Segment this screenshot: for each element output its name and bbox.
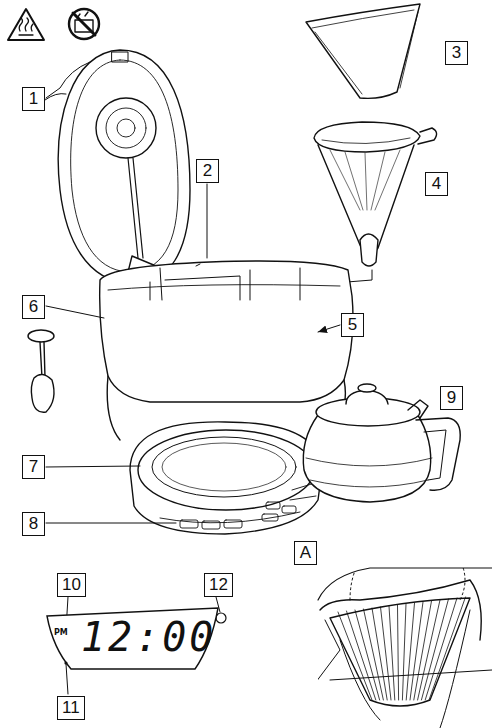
callout-number: 3 [450, 43, 463, 63]
filter-holder [314, 122, 437, 284]
carafe [303, 384, 460, 502]
filter-pleat [429, 597, 466, 700]
callout-number: 4 [430, 174, 443, 194]
callout-box: 5 [341, 313, 364, 337]
callout-box: 12 [204, 573, 233, 597]
display-outline-shape [47, 608, 218, 669]
callout-number: 11 [62, 698, 80, 718]
pm-indicator: PM [54, 628, 68, 637]
paper-filter [306, 4, 420, 98]
callout-number: 12 [209, 575, 228, 595]
callout-number: 7 [27, 457, 40, 477]
filter-pleat [402, 604, 406, 700]
lcd-display: PM 12:00 [45, 606, 221, 672]
no-immersion-icon [69, 9, 99, 39]
filter-pleat [381, 607, 392, 700]
open-lid [45, 50, 190, 284]
filter-pleat [421, 599, 448, 700]
filter-pleat [389, 606, 395, 700]
callout-box: 1 [22, 87, 45, 111]
callout-number: 5 [346, 315, 359, 335]
filter-pleat [364, 609, 384, 700]
callout-box: 10 [57, 573, 86, 597]
callout-box: 8 [22, 512, 45, 536]
callout-number: 6 [27, 297, 40, 317]
indicator-dot [64, 661, 67, 664]
callout-number: 1 [27, 89, 40, 109]
callout-box: 7 [22, 455, 45, 479]
filter-pleat [372, 608, 387, 700]
callout-number: 10 [62, 575, 81, 595]
inset-filter-view [310, 538, 492, 728]
callout-box: 3 [445, 41, 468, 65]
callout-number: A [299, 543, 312, 563]
callout-box: 6 [22, 295, 45, 319]
callout-box: A [294, 541, 317, 565]
filter-pleat [418, 600, 440, 700]
filter-pleat [398, 605, 399, 700]
callout-box: 9 [440, 386, 463, 410]
callout-box: 4 [425, 172, 448, 196]
button-icon [216, 613, 226, 623]
callout-box: 11 [57, 696, 85, 720]
hot-surface-icon [8, 9, 44, 40]
clock-digits: 12:00 [81, 614, 216, 660]
coffee-maker-body [100, 261, 353, 534]
callout-box: 2 [196, 159, 219, 183]
callout-number: 9 [445, 388, 458, 408]
callout-number: 2 [201, 161, 214, 181]
filter-pleat [347, 611, 376, 700]
callout-number: 8 [27, 514, 40, 534]
measuring-spoon [28, 330, 54, 412]
filter-pleat [406, 603, 414, 700]
leader-lines [46, 62, 340, 694]
